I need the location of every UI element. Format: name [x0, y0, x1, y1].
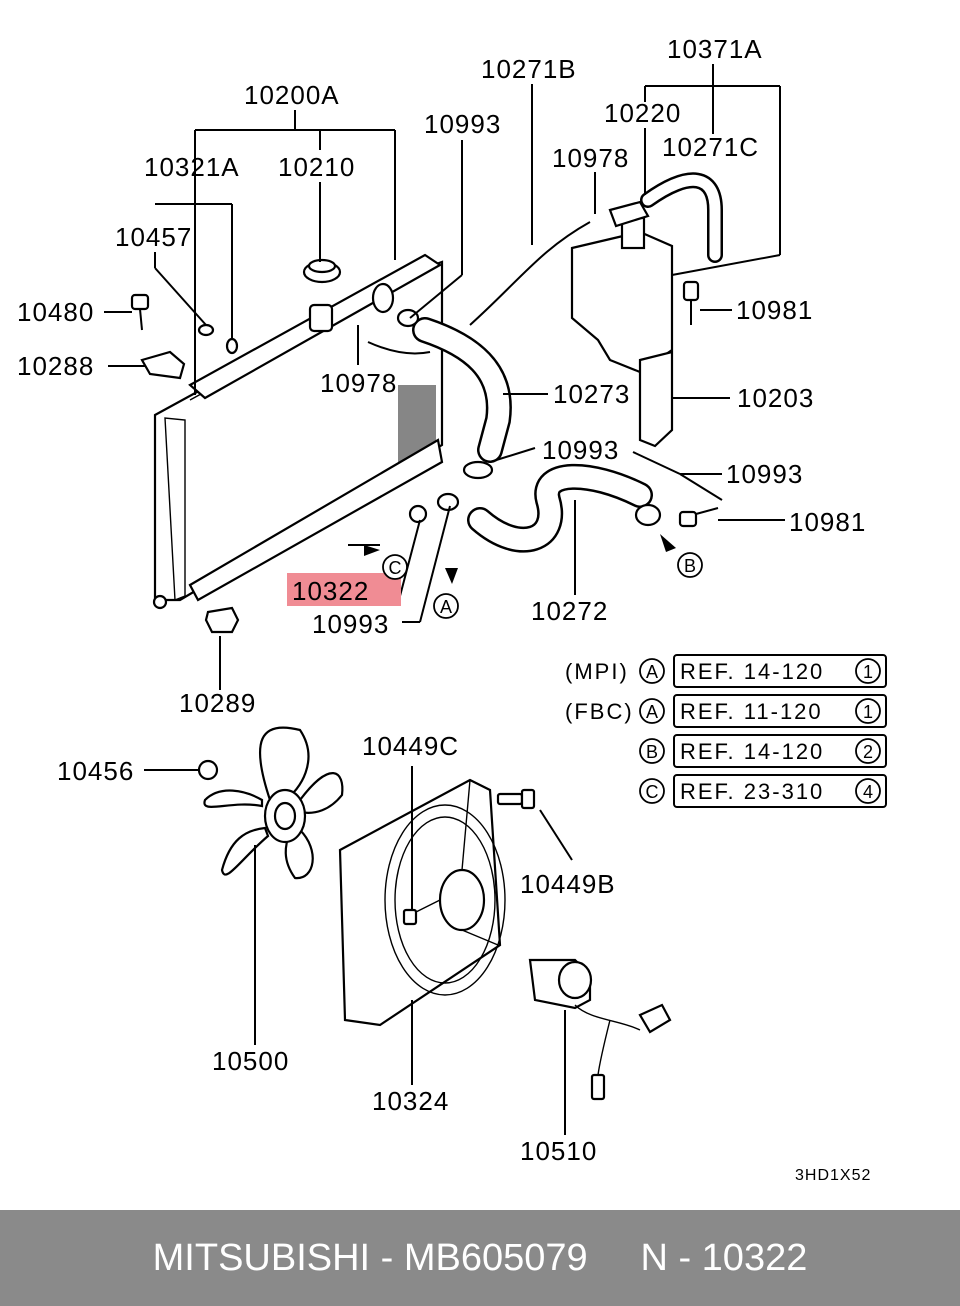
label-10273: 10273 — [553, 379, 630, 409]
svg-text:1: 1 — [863, 662, 873, 682]
footer-text: MITSUBISHI - MB605079 N - 10322 — [152, 1236, 808, 1279]
label-10993: 10993 — [726, 459, 803, 489]
label-10289: 10289 — [179, 688, 256, 718]
fan-motor — [528, 958, 672, 1101]
svg-text:C: C — [389, 558, 402, 578]
label-10322: 10322 — [292, 576, 369, 606]
label-10993: 10993 — [542, 435, 619, 465]
label-10981: 10981 — [736, 295, 813, 325]
bolt-icon — [678, 507, 719, 528]
parts-diagram: 10200A 10321A 10210 10457 10480 10288 10… — [17, 34, 887, 1184]
label-10993: 10993 — [312, 609, 389, 639]
label-10510: 10510 — [520, 1136, 597, 1166]
svg-text:2: 2 — [863, 742, 873, 762]
label-10271B: 10271B — [481, 54, 577, 84]
leader-lines — [104, 64, 785, 690]
label-10210: 10210 — [278, 152, 355, 182]
marker-b: B — [677, 552, 703, 578]
label-10203: 10203 — [737, 383, 814, 413]
svg-text:4: 4 — [863, 782, 873, 802]
label-10321A: 10321A — [144, 152, 240, 182]
footer-banner: MITSUBISHI - MB605079 N - 10322 — [0, 1210, 960, 1306]
radiator-cap-icon — [302, 258, 342, 284]
svg-text:B: B — [646, 742, 658, 762]
nut-icon — [197, 759, 219, 781]
label-10978: 10978 — [552, 143, 629, 173]
reference-row: C REF. 23-310 4 — [639, 774, 887, 808]
label-10449B: 10449B — [520, 869, 616, 899]
svg-text:REF. 11-120: REF. 11-120 — [680, 699, 823, 724]
bolt-icon — [130, 293, 150, 331]
reference-row: (FBC) A REF. 11-120 1 — [565, 694, 887, 728]
reference-row: B REF. 14-120 2 — [639, 734, 887, 768]
reference-row: (MPI) A REF. 14-120 1 — [565, 654, 887, 688]
label-10220: 10220 — [604, 98, 681, 128]
bolt-icon — [402, 908, 418, 926]
svg-text:REF. 14-120: REF. 14-120 — [680, 659, 824, 684]
label-10449C: 10449C — [362, 731, 459, 761]
highlighted-part-label: 10322 — [287, 573, 401, 606]
reference-table: (MPI) A REF. 14-120 1 (FBC) A REF. 11-12… — [565, 654, 887, 808]
reserve-tank — [570, 172, 723, 374]
label-10271C: 10271C — [662, 132, 759, 162]
label-10457: 10457 — [115, 222, 192, 252]
svg-text:A: A — [646, 662, 658, 682]
label-10272: 10272 — [531, 596, 608, 626]
filler-neck-icon — [308, 282, 395, 333]
bolt-icon — [496, 788, 536, 810]
svg-text:REF. 23-310: REF. 23-310 — [680, 779, 824, 804]
label-10500: 10500 — [212, 1046, 289, 1076]
label-10981: 10981 — [789, 507, 866, 537]
svg-text:A: A — [646, 702, 658, 722]
tank-bracket — [638, 350, 674, 448]
svg-text:(MPI): (MPI) — [565, 659, 629, 684]
label-10978: 10978 — [320, 368, 397, 398]
upper-hose — [396, 308, 512, 463]
lower-insulator-icon — [204, 606, 240, 634]
svg-text:REF. 14-120: REF. 14-120 — [680, 739, 824, 764]
marker-c: C — [382, 554, 408, 580]
label-10993: 10993 — [424, 109, 501, 139]
svg-text:(FBC): (FBC) — [565, 699, 634, 724]
diagram-code: 3HD1X52 — [795, 1167, 871, 1184]
lower-hose — [467, 463, 653, 553]
label-10456: 10456 — [57, 756, 134, 786]
marker-a: A — [433, 593, 459, 619]
highlight-box — [287, 573, 401, 606]
svg-text:1: 1 — [863, 702, 873, 722]
label-10480: 10480 — [17, 297, 94, 327]
fan — [203, 726, 344, 880]
svg-text:A: A — [440, 597, 452, 617]
mount-bracket-icon — [140, 350, 186, 380]
label-10288: 10288 — [17, 351, 94, 381]
svg-text:B: B — [684, 556, 696, 576]
label-10200A: 10200A — [244, 80, 340, 110]
label-10324: 10324 — [372, 1086, 449, 1116]
svg-text:C: C — [646, 782, 659, 802]
label-10371A: 10371A — [667, 34, 763, 64]
callout-labels: 10200A 10321A 10210 10457 10480 10288 10… — [17, 34, 866, 1166]
bolt-icon — [682, 280, 700, 325]
fan-shroud — [338, 778, 506, 1027]
